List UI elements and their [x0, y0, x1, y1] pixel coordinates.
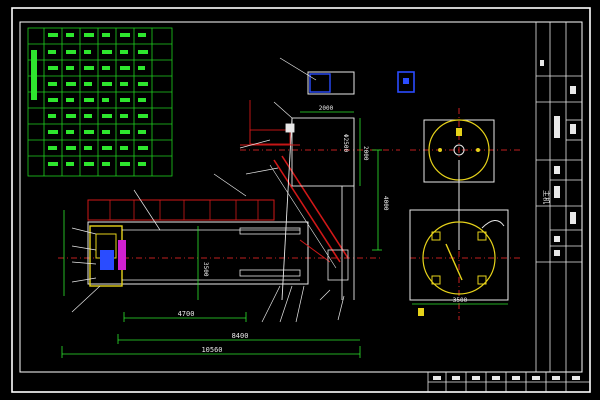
control-room-icon	[307, 71, 355, 95]
control-room-fill	[309, 73, 331, 93]
dim-inner-length: 4700	[178, 310, 195, 318]
plan-view-bottom	[409, 209, 509, 316]
title-block-glyphs	[540, 60, 576, 256]
machine-body	[87, 199, 309, 287]
dim-top-width: 2000	[319, 105, 334, 112]
dimension-lines	[61, 111, 508, 358]
dim-middle-length: 8400	[232, 332, 249, 340]
dim-top-dia: Φ2500	[342, 134, 349, 152]
tower-structure	[240, 100, 355, 301]
blue-box-icon	[397, 71, 415, 93]
parts-table	[27, 27, 173, 177]
dim-height-right: 4000	[382, 196, 389, 211]
dim-plan-width: 3500	[453, 297, 468, 304]
bottom-strip-glyphs	[433, 376, 580, 380]
blue-box-inner	[403, 78, 409, 84]
parts-table-glyphs	[31, 33, 148, 166]
dim-height-left: 3500	[202, 262, 209, 277]
title-stamp: 主机	[542, 190, 551, 204]
title-block	[535, 22, 582, 372]
dim-overall-length: 10560	[201, 346, 222, 354]
inclined-conveyor	[269, 155, 349, 281]
outer-frame	[11, 7, 591, 393]
leader-lines	[71, 57, 345, 323]
dim-height-main: 2000	[362, 146, 369, 161]
inner-frame	[19, 21, 583, 373]
bottom-strip	[427, 372, 590, 392]
